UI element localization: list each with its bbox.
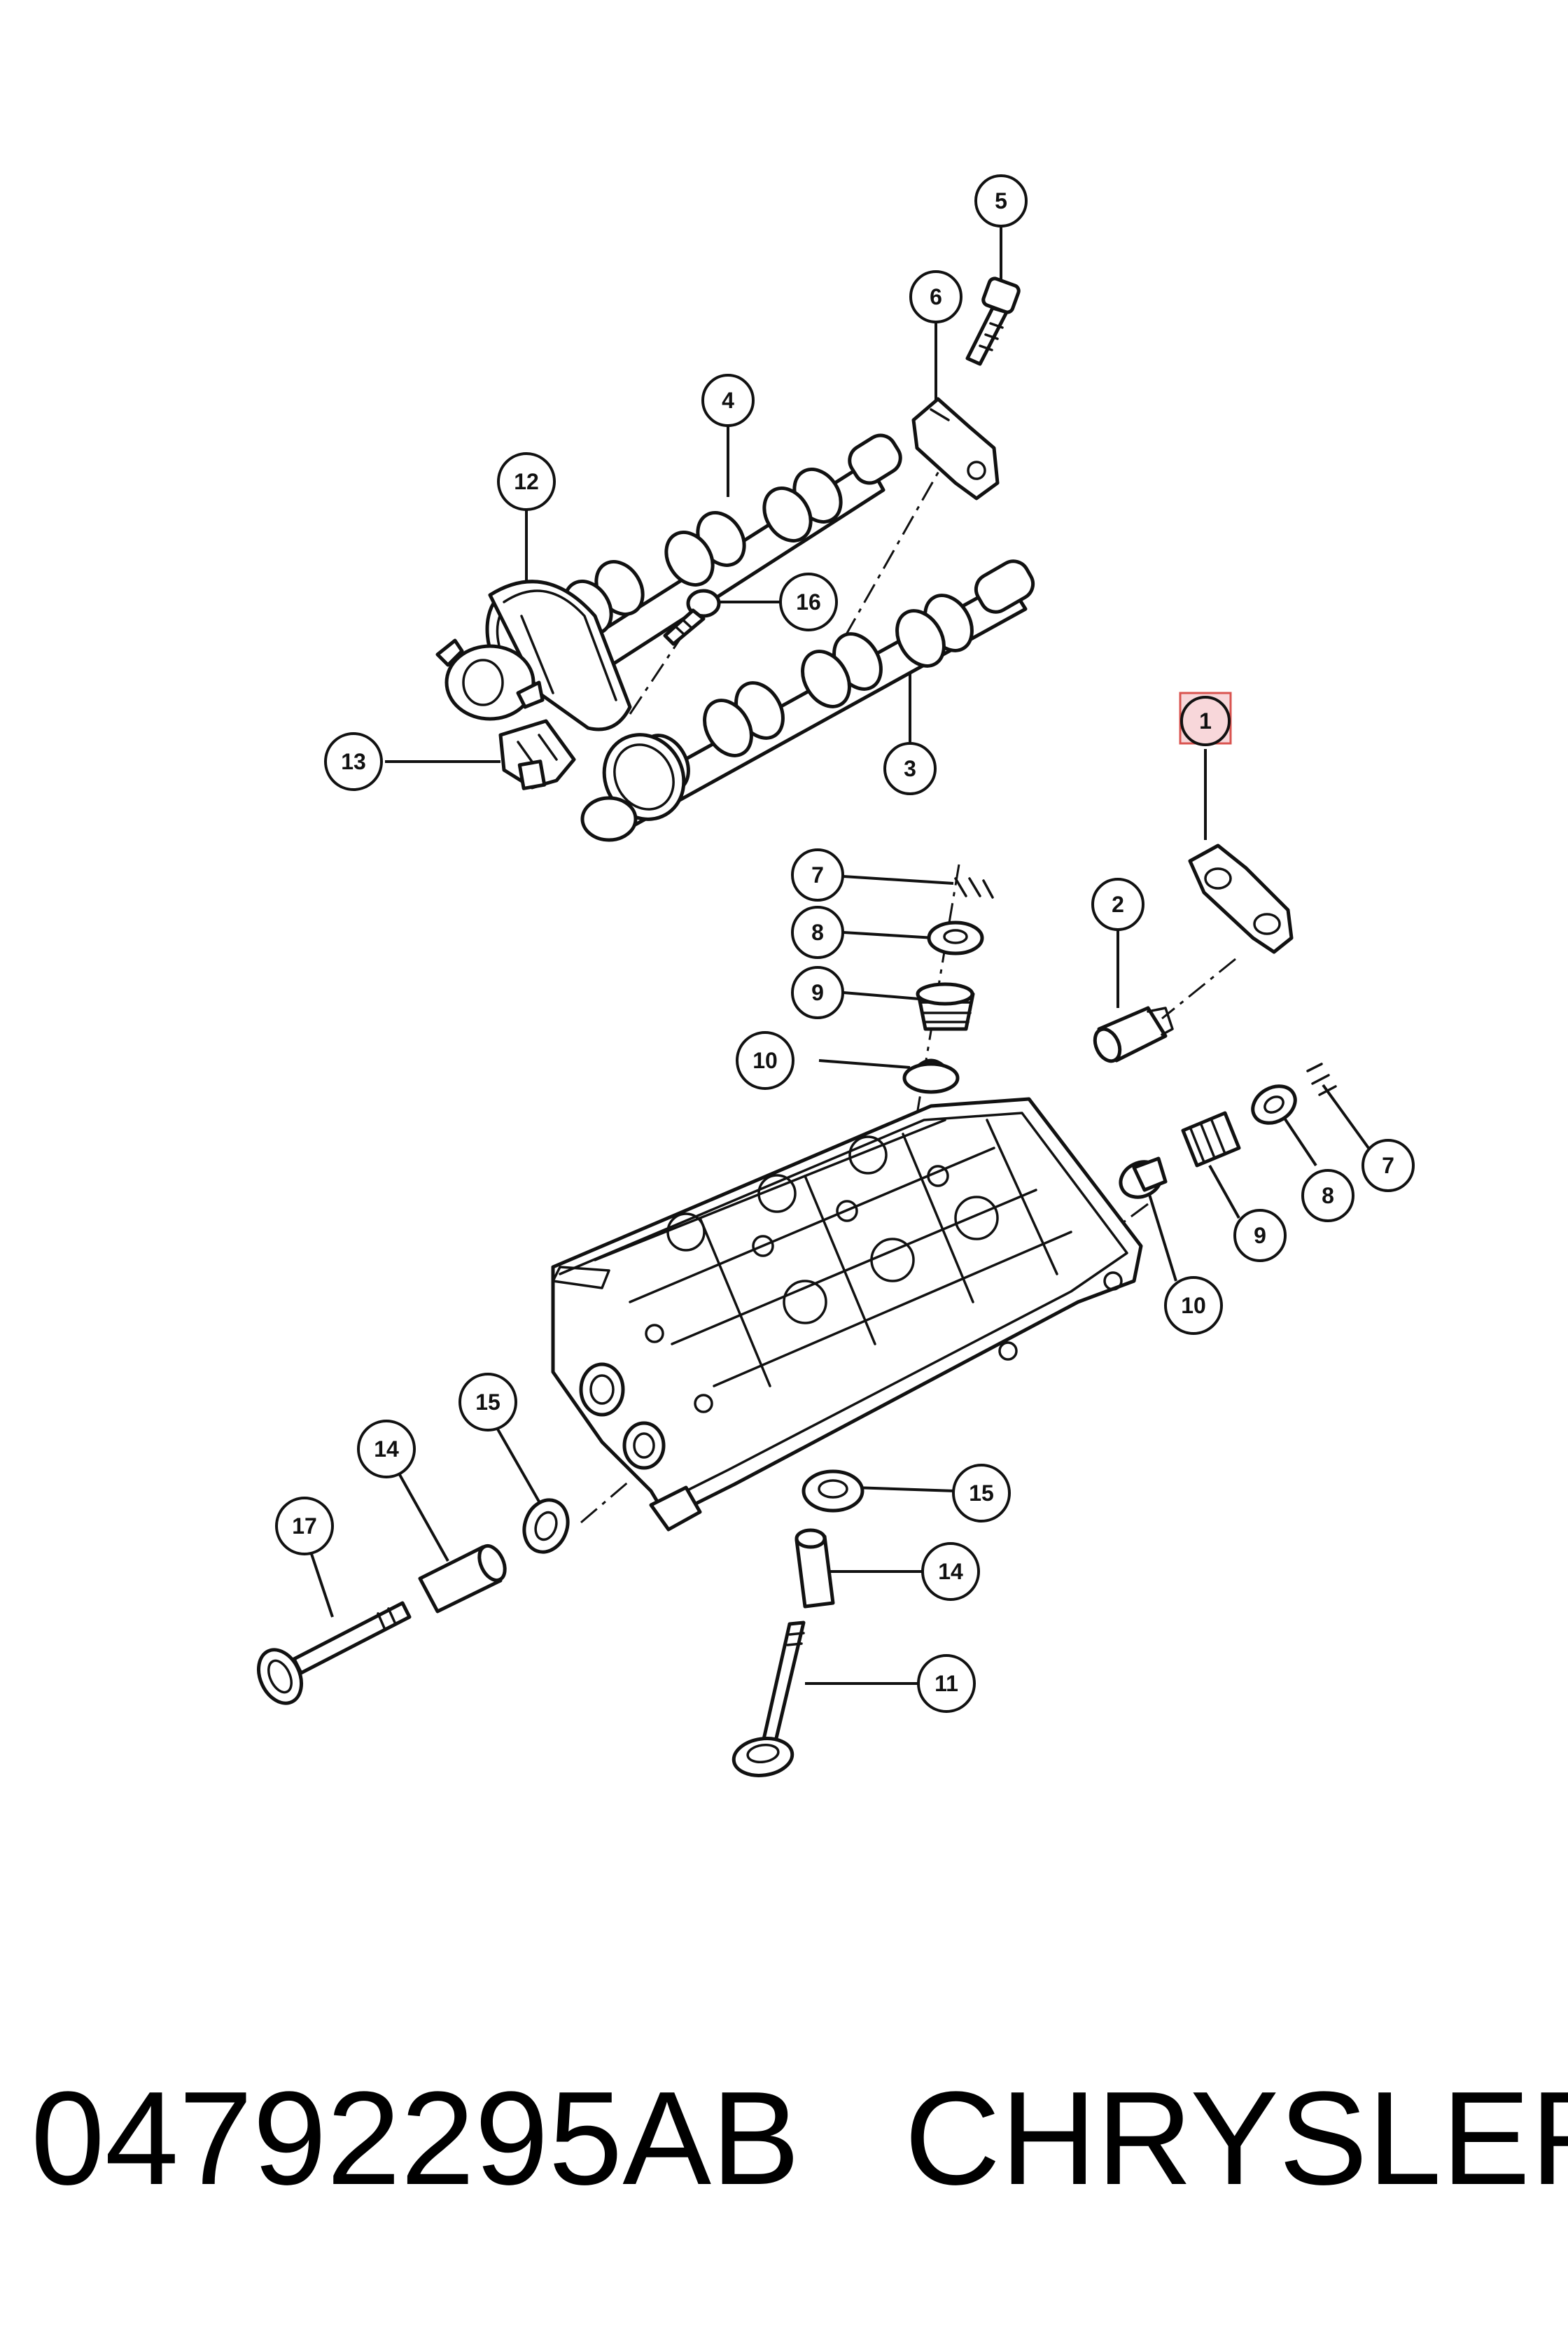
callout-11-label: 11 <box>934 1671 958 1696</box>
valve-part-17 <box>257 1601 412 1705</box>
callout-3: 3 <box>883 742 937 795</box>
brand-caption: CHRYSLER <box>904 2064 1568 2213</box>
callout-12: 12 <box>497 452 556 511</box>
sprocket-chain-part-12 <box>435 580 632 732</box>
leader-lines <box>310 226 1370 1685</box>
callout-11: 11 <box>917 1654 976 1713</box>
callout-15-left: 15 <box>458 1373 517 1432</box>
camshaft-part-3 <box>580 559 1035 842</box>
tensioner-part-13 <box>498 719 576 790</box>
callout-17: 17 <box>275 1497 334 1555</box>
callout-9-top: 9 <box>791 966 844 1019</box>
callout-5: 5 <box>974 174 1028 227</box>
callout-8-right: 8 <box>1301 1169 1354 1222</box>
callout-14-left-label: 14 <box>374 1436 399 1462</box>
bolt-part-5 <box>965 276 1021 366</box>
rocker-arm-part-1 <box>1188 844 1294 954</box>
callout-4-label: 4 <box>722 388 734 413</box>
valve-spring-stack-left <box>902 877 994 1094</box>
callout-7-right: 7 <box>1362 1139 1415 1192</box>
callout-9-top-label: 9 <box>811 980 824 1005</box>
part-number-caption: 04792295AB <box>31 2064 800 2213</box>
callout-6: 6 <box>909 270 962 323</box>
callout-12-label: 12 <box>514 469 539 494</box>
callout-15-right: 15 <box>952 1464 1011 1522</box>
valve-guide-part-14-left <box>418 1544 507 1614</box>
callout-2-label: 2 <box>1112 892 1124 917</box>
callout-6-label: 6 <box>930 284 942 309</box>
callout-7-top: 7 <box>791 848 844 902</box>
callout-10-top: 10 <box>736 1031 794 1090</box>
callout-17-label: 17 <box>292 1513 317 1539</box>
callout-14-right: 14 <box>921 1542 980 1601</box>
valve-seal-part-15-left <box>522 1498 570 1554</box>
callout-15-left-label: 15 <box>475 1390 500 1415</box>
valve-guide-part-14-right <box>794 1528 835 1609</box>
callout-7-top-label: 7 <box>811 862 824 888</box>
callout-13-label: 13 <box>341 749 366 774</box>
cam-cap-part-6 <box>911 397 1000 500</box>
lash-adjuster-part-2 <box>1093 1006 1174 1063</box>
callout-15-right-label: 15 <box>969 1480 994 1506</box>
camshaft-part-4 <box>563 433 902 676</box>
callout-5-label: 5 <box>995 188 1007 214</box>
valve-spring-stack-right <box>1119 1063 1337 1199</box>
callout-9-right: 9 <box>1233 1209 1287 1262</box>
callout-13: 13 <box>324 732 383 791</box>
callout-14-left: 14 <box>357 1420 416 1478</box>
valve-seal-part-15-right <box>802 1469 864 1513</box>
callout-7-right-label: 7 <box>1382 1153 1394 1178</box>
callout-2: 2 <box>1091 878 1144 931</box>
callout-1-highlighted: 1 <box>1179 692 1232 746</box>
callout-10-right-label: 10 <box>1181 1293 1206 1318</box>
callout-16-label: 16 <box>796 589 821 615</box>
callout-8-right-label: 8 <box>1322 1183 1334 1208</box>
valve-part-11 <box>732 1620 806 1777</box>
callout-10-top-label: 10 <box>752 1048 778 1073</box>
bolt-part-16 <box>663 589 721 646</box>
cylinder-head <box>551 1097 1143 1532</box>
callout-8-top: 8 <box>791 906 844 959</box>
callout-3-label: 3 <box>904 756 916 781</box>
callout-16: 16 <box>779 573 838 631</box>
callout-10-right: 10 <box>1164 1276 1223 1335</box>
callout-9-right-label: 9 <box>1254 1223 1266 1248</box>
callout-8-top-label: 8 <box>811 920 824 945</box>
callout-14-right-label: 14 <box>938 1559 963 1584</box>
callout-1-label: 1 <box>1199 708 1212 734</box>
callout-4: 4 <box>701 374 755 427</box>
